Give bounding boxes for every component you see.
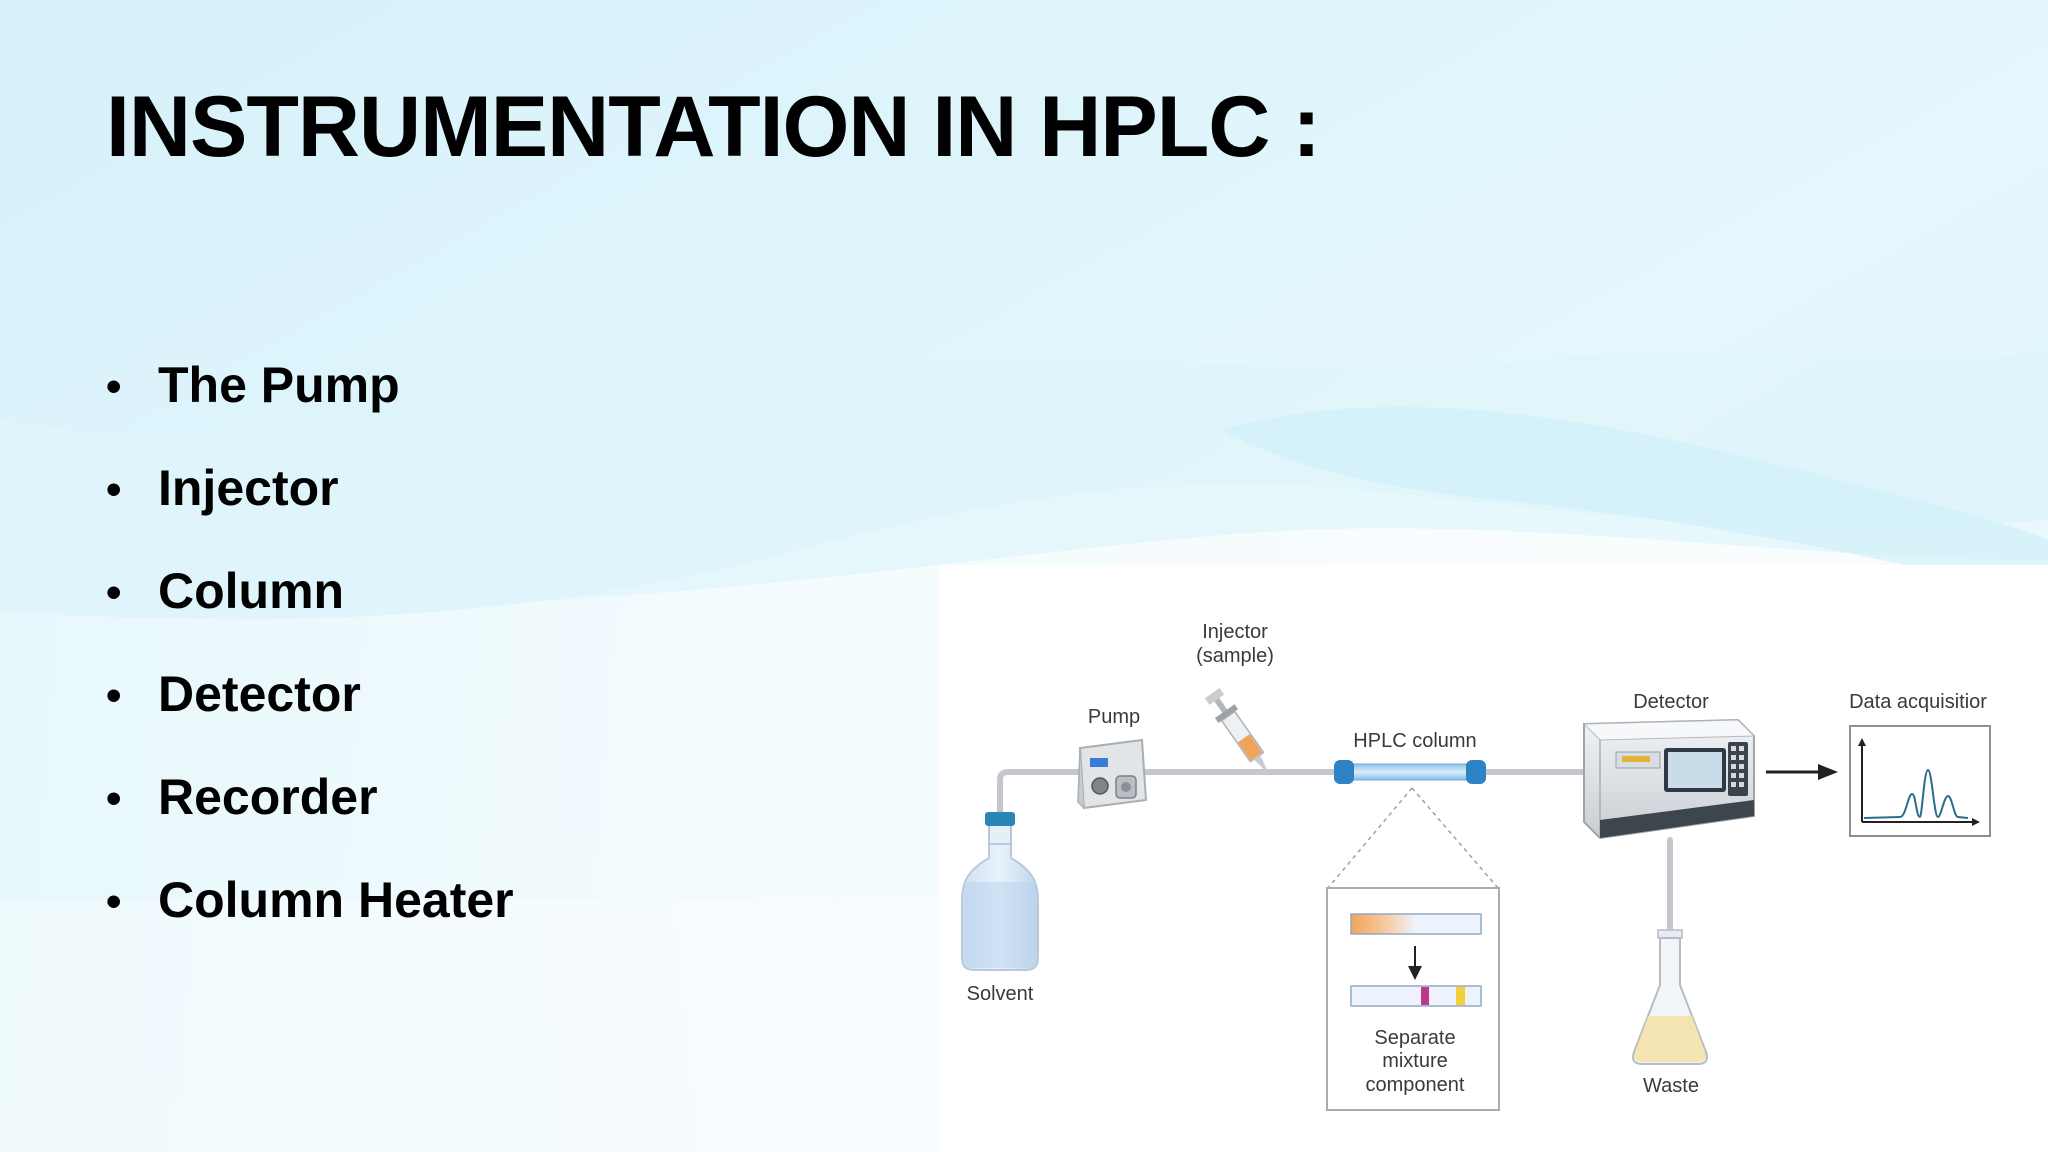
hplc-column-icon <box>1334 760 1486 784</box>
arrow-right-icon <box>1766 764 1838 780</box>
tubing <box>997 769 1673 938</box>
separate-label-1: Separate <box>1374 1027 1455 1049</box>
separate-label-3: component <box>1366 1074 1465 1096</box>
injector-label-sub: (sample) <box>1196 645 1274 667</box>
data-acquisition-label: Data acquisitior <box>1849 691 1987 713</box>
detector-icon <box>1582 718 1756 840</box>
bullet-dot-icon: • <box>106 568 122 617</box>
hplc-column-label: HPLC column <box>1353 730 1476 752</box>
injector-label: Injector <box>1202 621 1268 643</box>
solvent-bottle-icon <box>961 812 1039 971</box>
bullet-text: Column <box>158 563 345 619</box>
bullet-dot-icon: • <box>106 362 122 411</box>
bullet-dot-icon: • <box>106 877 122 926</box>
separation-inset <box>1326 887 1500 1111</box>
injector-syringe-icon <box>1204 687 1269 775</box>
bullet-dot-icon: • <box>106 465 122 514</box>
slide-title: INSTRUMENTATION IN HPLC : <box>106 79 1321 175</box>
separate-label-2: mixture <box>1382 1050 1448 1072</box>
pump-icon <box>1077 738 1148 810</box>
hplc-diagram: Solvent Pump Injector (sample) HPLC colu… <box>940 565 2048 1152</box>
bullet-text: Detector <box>158 666 361 722</box>
bullet-text: Recorder <box>158 769 378 825</box>
detector-label: Detector <box>1633 691 1709 713</box>
bullet-text: Injector <box>158 460 339 516</box>
bullet-text: The Pump <box>158 357 400 413</box>
waste-label: Waste <box>1643 1075 1699 1097</box>
waste-flask-icon <box>1632 929 1708 1065</box>
bullet-dot-icon: • <box>106 671 122 720</box>
pump-label: Pump <box>1088 706 1140 728</box>
solvent-label: Solvent <box>967 983 1034 1005</box>
bullet-text: Column Heater <box>158 872 514 928</box>
bullet-dot-icon: • <box>106 774 122 823</box>
zoom-lines <box>1327 787 1499 889</box>
chromatogram-icon <box>1849 725 1991 837</box>
